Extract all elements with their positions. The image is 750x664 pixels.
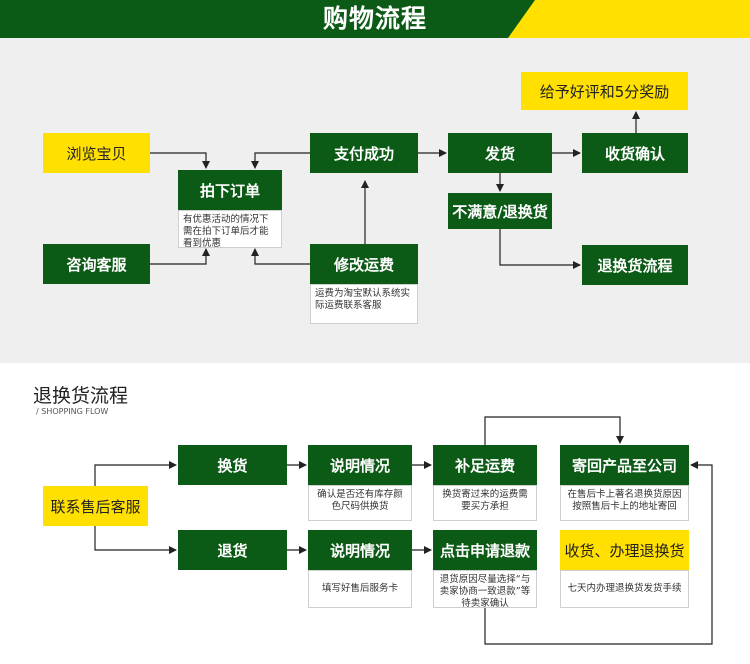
send-back-box: 寄回产品至公司: [560, 445, 689, 485]
apply-refund-box: 点击申请退款: [433, 530, 537, 570]
payment-success-box: 支付成功: [310, 133, 418, 173]
return-flow-box: 退换货流程: [582, 245, 688, 285]
receipt-confirm-box: 收货确认: [582, 133, 688, 173]
shipping-fee-note: 换货寄过来的运费需要买方承担: [433, 485, 537, 521]
browse-box: 浏览宝贝: [43, 133, 150, 173]
explain-exchange-note: 确认是否还有库存颜色尺码供换货: [308, 485, 412, 521]
ship-box: 发货: [448, 133, 552, 173]
section-subtitle: / SHOPPING FLOW: [36, 407, 109, 416]
page-title: 购物流程: [322, 4, 427, 33]
place-order-box: 拍下订单: [178, 170, 282, 210]
unsatisfied-return-box: 不满意/退换货: [448, 193, 552, 229]
send-back-note: 在售后卡上著名退换货原因按照售后卡上的地址寄回: [560, 485, 689, 521]
contact-service-box: 联系售后客服: [43, 486, 148, 526]
section-title: 退换货流程: [33, 385, 129, 407]
good-review-box: 给予好评和5分奖励: [521, 72, 688, 110]
exchange-box: 换货: [178, 445, 287, 485]
receive-process-note: 七天内办理退换货发货手续: [560, 570, 689, 608]
apply-refund-note: 退货原因尽量选择“与卖家协商一致退款”等待卖家确认: [433, 570, 537, 609]
receive-process-box: 收货、办理退换货: [560, 530, 689, 570]
explain-refund-box: 说明情况: [308, 530, 412, 570]
consult-box: 咨询客服: [43, 244, 150, 284]
modify-shipping-box: 修改运费: [310, 244, 418, 284]
place-order-note: 有优惠活动的情况下需在拍下订单后才能看到优惠: [178, 210, 282, 249]
explain-refund-note: 填写好售后服务卡: [308, 570, 412, 608]
header-accent: [508, 0, 750, 38]
refund-box: 退货: [178, 530, 287, 570]
modify-shipping-note: 运费为淘宝默认系统实际运费联系客服: [310, 284, 418, 324]
explain-exchange-box: 说明情况: [308, 445, 412, 485]
shipping-fee-box: 补足运费: [433, 445, 537, 485]
